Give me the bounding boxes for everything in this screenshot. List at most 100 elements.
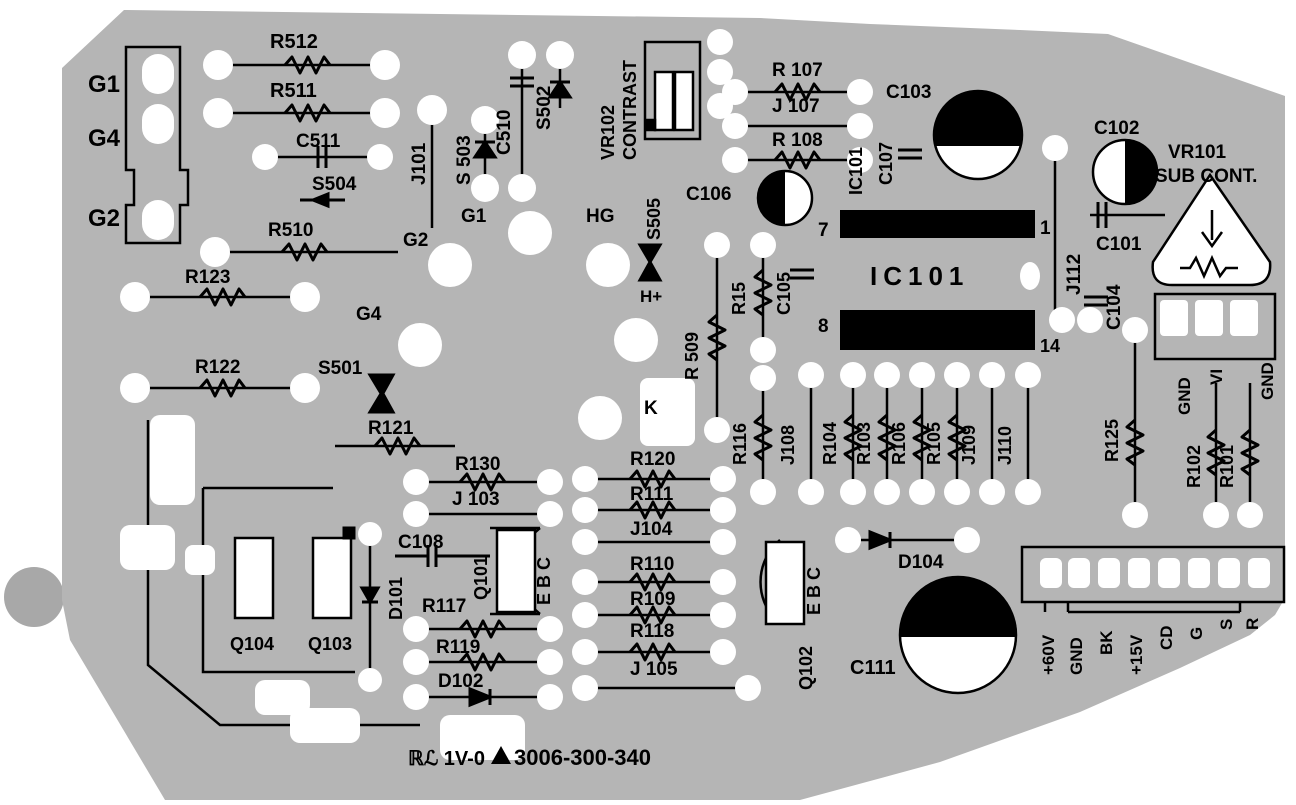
label-r510: R510 <box>268 220 313 241</box>
label-r103: R103 <box>854 422 874 465</box>
conn-pin-g: G <box>1187 627 1206 640</box>
label-j101: J101 <box>409 142 430 185</box>
label-c102: C102 <box>1094 118 1139 139</box>
label-r107: R 107 <box>772 60 823 81</box>
label-r511: R511 <box>270 80 317 102</box>
label-r512: R512 <box>270 31 318 53</box>
label-k: K <box>644 398 658 419</box>
label-r106: R106 <box>889 422 909 465</box>
resistor-symbols <box>198 55 1260 672</box>
label-s502: S502 <box>534 86 555 130</box>
label-r118: R118 <box>630 621 674 642</box>
diode-symbols <box>300 79 895 708</box>
label-r122: R122 <box>195 357 240 378</box>
vr102-contrast-pot <box>645 70 695 132</box>
label-c101: C101 <box>1096 234 1142 255</box>
conn-pin-r: R <box>1243 618 1262 630</box>
label-sub-cont: SUB CONT. <box>1155 166 1257 187</box>
label-vi: VI <box>1207 369 1226 385</box>
conn-pin-bk: BK <box>1097 630 1116 655</box>
label-r115: R15 <box>729 282 749 315</box>
label-d104: D104 <box>898 552 944 573</box>
label-r117: R117 <box>422 596 466 617</box>
label-ic101-body: IC101 <box>870 261 969 291</box>
label-hg: HG <box>586 206 615 227</box>
component-labels: G1 G4 G2 R512 R511 C511 S504 R510 R123 R… <box>88 31 1277 770</box>
label-r116: R116 <box>730 423 750 465</box>
label-c510: C510 <box>494 110 515 155</box>
conn-pin-15v: +15V <box>1127 634 1146 675</box>
label-c108: C108 <box>398 532 443 553</box>
label-g1-pad: G1 <box>461 206 487 227</box>
label-c111: C111 <box>850 657 896 679</box>
conn-pin-s: S <box>1217 619 1236 630</box>
label-pin7: 7 <box>818 220 829 241</box>
label-d102: D102 <box>438 671 483 692</box>
label-c106: C106 <box>686 184 731 205</box>
label-r102: R102 <box>1184 445 1204 488</box>
label-j103: J 103 <box>452 489 500 510</box>
label-contrast: CONTRAST <box>620 60 640 160</box>
label-ebc-a: E B C <box>534 557 554 605</box>
label-r123: R123 <box>185 267 230 288</box>
mounting-hole <box>4 567 64 627</box>
label-r125: R125 <box>1102 419 1122 462</box>
label-q102: Q102 <box>796 646 816 690</box>
label-j105: J 105 <box>630 659 678 680</box>
label-r119: R119 <box>436 637 480 658</box>
label-c107: C107 <box>876 142 896 185</box>
label-vr101: VR101 <box>1168 142 1227 163</box>
part-number: 3006-300-340 <box>514 745 651 770</box>
label-r110: R110 <box>630 554 674 575</box>
label-c104: C104 <box>1104 284 1125 330</box>
label-r111: R111 <box>630 484 674 505</box>
label-j112: J112 <box>1064 254 1085 295</box>
label-r105: R105 <box>924 422 944 465</box>
label-s505: S505 <box>644 198 664 240</box>
label-gnd-b: GND <box>1258 362 1277 400</box>
label-gnd-a: GND <box>1175 377 1194 415</box>
conn-pin-60v: +60V <box>1039 634 1058 675</box>
ic101-chip <box>840 210 1040 350</box>
label-d101: D101 <box>386 577 406 620</box>
label-q104: Q104 <box>230 634 274 654</box>
label-g4: G4 <box>88 125 121 152</box>
label-g2-pad: G2 <box>403 230 428 251</box>
label-g2: G2 <box>88 205 120 232</box>
label-vr102: VR102 <box>598 105 618 160</box>
label-r108: R 108 <box>772 130 823 151</box>
capacitor-symbols <box>316 76 1108 567</box>
vr101-wiper <box>1180 210 1238 280</box>
approval-marks: ℝℒ 1V-0 <box>408 748 485 770</box>
label-j109: J109 <box>959 425 979 465</box>
label-r104: R104 <box>820 422 840 465</box>
label-s501: S501 <box>318 358 363 379</box>
conn-pin-cd: CD <box>1157 625 1176 650</box>
label-j107: J 107 <box>772 96 820 117</box>
label-hplus: H+ <box>640 287 662 306</box>
label-g4-pad: G4 <box>356 304 382 325</box>
label-r109: R109 <box>630 589 675 610</box>
label-r101: R101 <box>1217 445 1237 488</box>
label-j108: J108 <box>778 425 798 465</box>
label-c511: C511 <box>296 131 341 152</box>
label-ebc-b: E B C <box>804 567 824 615</box>
label-pin1: 1 <box>1040 218 1051 239</box>
label-c103: C103 <box>886 82 931 103</box>
label-r120: R120 <box>630 449 675 470</box>
conn-pin-gnd: GND <box>1067 637 1086 675</box>
label-pin8: 8 <box>818 316 829 337</box>
label-r121: R121 <box>368 418 414 439</box>
label-r509: R 509 <box>682 332 702 380</box>
label-j104: J104 <box>630 519 673 540</box>
solder-pads <box>120 29 1270 760</box>
label-q101: Q101 <box>471 556 491 600</box>
label-c105: C105 <box>774 272 794 315</box>
connector-housings <box>643 40 1286 614</box>
label-ic101-side: IC101 <box>846 147 866 195</box>
label-s503: S 503 <box>454 135 475 185</box>
label-pin14: 14 <box>1040 336 1060 356</box>
label-r130: R130 <box>455 454 500 475</box>
label-q103: Q103 <box>308 634 352 654</box>
